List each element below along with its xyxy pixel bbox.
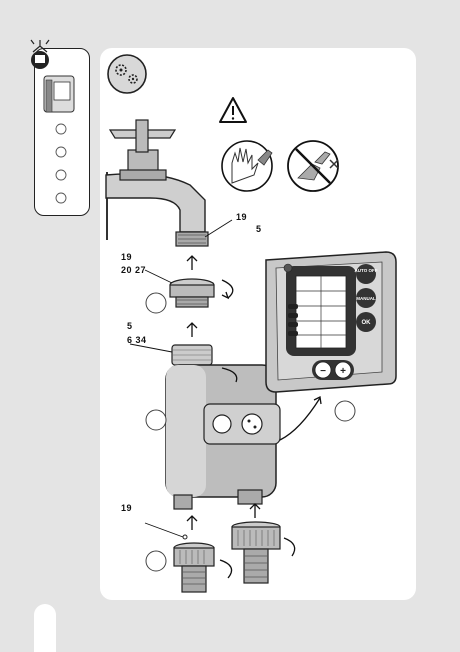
manual-label: MANUAL [356, 296, 376, 301]
callout-line [145, 523, 183, 537]
up-arrow [187, 256, 197, 270]
gears-settings-icon [108, 55, 146, 93]
warning-triangle-icon [220, 98, 246, 122]
label-19-c: 19 [121, 503, 132, 513]
auto-off-button[interactable] [356, 264, 376, 284]
callout-line [205, 220, 232, 237]
gloves-on-icon [222, 141, 272, 191]
rotate-arrow [220, 560, 232, 578]
faucet [106, 120, 208, 246]
step-circle [335, 401, 355, 421]
step-circle [146, 293, 166, 313]
sidebar-step-circle [56, 170, 66, 180]
thread-adapter [170, 279, 214, 307]
callout-line [130, 344, 172, 352]
up-arrow [187, 323, 197, 337]
ok-label: OK [362, 320, 372, 326]
sidebar-open-box-icon [31, 40, 49, 69]
up-arrow [250, 504, 260, 518]
callout-line [145, 270, 172, 283]
sidebar-step-circle [56, 147, 66, 157]
attach-arrow [280, 398, 320, 440]
minus-label: − [320, 366, 326, 377]
label-19-a: 19 [236, 212, 247, 222]
hose-connector-left [174, 535, 214, 592]
no-pliers-icon [288, 141, 338, 191]
sidebar-device-thumbnail [44, 76, 74, 112]
sidebar-step-circle [56, 124, 66, 134]
label-6-34: 6 34 [127, 335, 147, 345]
up-arrow [187, 516, 197, 530]
label-19-b: 19 [121, 252, 132, 262]
rotate-arrow [284, 538, 295, 556]
water-timer-body [166, 345, 280, 509]
step-circle [146, 410, 166, 430]
sidebar-step-circle [56, 193, 66, 203]
label-5-a: 5 [256, 224, 262, 234]
label-5-b: 5 [127, 321, 133, 331]
auto-off-label: AUTO OFF [355, 268, 378, 273]
label-20-27: 20 27 [121, 265, 146, 275]
plus-label: + [340, 366, 346, 377]
hose-connector-right [232, 522, 280, 583]
step-circle [146, 551, 166, 571]
